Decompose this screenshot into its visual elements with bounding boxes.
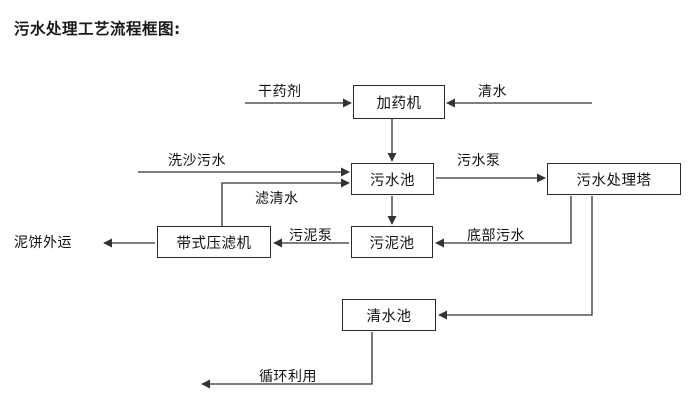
edge-label-sewage-pump: 污水泵 [457,153,501,169]
edge-tower-to-clean-water-pool [438,196,593,320]
node-label-belt-filter-press: 带式压滤机 [176,235,252,252]
terminal-label-mud-cake-out: 泥饼外运 [14,235,72,251]
node-label-treatment-tower: 污水处理塔 [576,172,652,189]
node-label-sewage-pool: 污水池 [370,172,415,189]
edge-label-bottom-sewage: 底部污水 [467,228,525,244]
terminal-label-recycle-reuse: 循环利用 [259,369,317,385]
edge-label-sludge-pump: 污泥泵 [289,228,333,244]
node-label-clean-water-pool: 清水池 [366,308,412,325]
node-treatment-tower[interactable]: 污水处理塔 [547,163,681,195]
node-sludge-pool[interactable]: 污泥池 [351,226,433,258]
node-clean-water-pool[interactable]: 清水池 [342,299,436,331]
node-sewage-pool[interactable]: 污水池 [351,163,434,195]
node-belt-filter-press[interactable]: 带式压滤机 [157,226,271,258]
edge-label-filtrate-water: 滤清水 [255,191,299,207]
node-dosing-machine[interactable]: 加药机 [353,85,445,119]
edge-tower-to-sludge-pool [435,196,572,248]
edge-label-sand-wash-water: 洗沙污水 [168,153,226,169]
page-title: 污水处理工艺流程框图: [14,20,181,38]
edge-label-clean-water-in: 清水 [478,84,507,100]
node-label-dosing-machine: 加药机 [376,95,422,112]
edge-clean-water-to-recycle [201,332,373,389]
edge-label-dry-reagent: 干药剂 [258,84,302,100]
edge-filtrate-to-sewage-pool [221,178,350,226]
node-label-sludge-pool: 污泥池 [369,235,415,252]
